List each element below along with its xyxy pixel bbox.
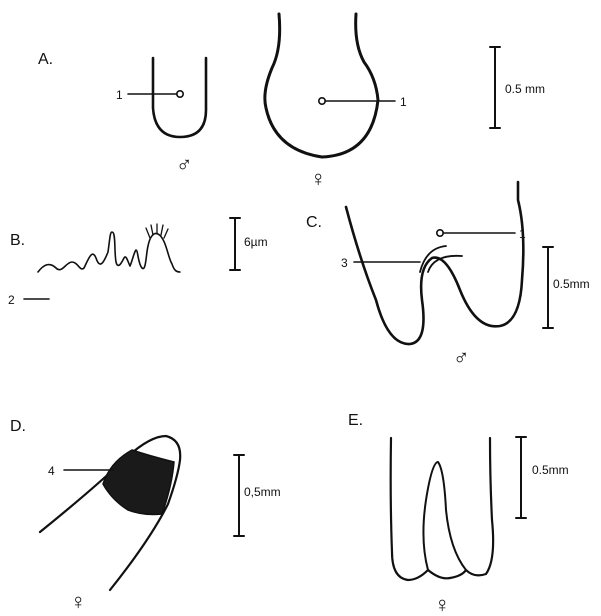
panel-a-male-symbol: ♂ [176,152,193,177]
panel-b-cilia [146,224,168,238]
panel-c-leader-3-number: 3 [341,256,348,270]
panel-d-female-symbol: ♀ [70,589,87,614]
panel-a-female-leader-number: 1 [400,95,407,109]
panel-c-male-symbol: ♂ [453,345,470,370]
panel-a-male-leader-number: 1 [116,88,123,102]
panel-d: D. 4 ♀ 0,5mm [10,418,281,614]
panel-d-shaded-region [103,450,174,515]
panel-b-label: B. [10,232,25,249]
panel-a-scale-bar [490,47,500,128]
panel-e-female-outline [391,438,493,580]
panel-d-scale-bar [234,455,244,536]
panel-b-epithelium-profile [38,232,180,272]
panel-c-scale-bar [543,247,553,328]
panel-a-female-outline [265,14,378,157]
panel-c-scale-label: 0.5mm [553,277,590,291]
panel-d-label: D. [10,418,26,435]
panel-c-leader-1-number: 1 [519,227,526,241]
panel-a-label: A. [38,51,53,68]
panel-d-scale-label: 0,5mm [244,485,281,499]
panel-c: C. 1 3 ♂ 0.5mm [306,182,590,370]
panel-a-female-symbol: ♀ [310,166,327,191]
panel-e: E. 0.5mm ♀ [348,412,569,616]
panel-c-label: C. [306,214,322,231]
panel-b-scale-bar [230,218,240,270]
panel-a: A. 1 ♂ 1 ♀ 0.5 mm [38,14,545,191]
panel-b-scale-label: 6µm [244,235,268,249]
panel-e-scale-bar [516,437,526,518]
panel-b: B. 2 6µm [8,218,268,307]
panel-d-leader-number: 4 [48,464,55,478]
panel-e-label: E. [348,412,363,429]
panel-b-leader-number: 2 [8,293,15,307]
panel-e-central-lobe [423,462,466,570]
panel-e-female-symbol: ♀ [434,592,451,616]
panel-a-scale-label: 0.5 mm [505,82,545,96]
panel-e-scale-label: 0.5mm [532,463,569,477]
